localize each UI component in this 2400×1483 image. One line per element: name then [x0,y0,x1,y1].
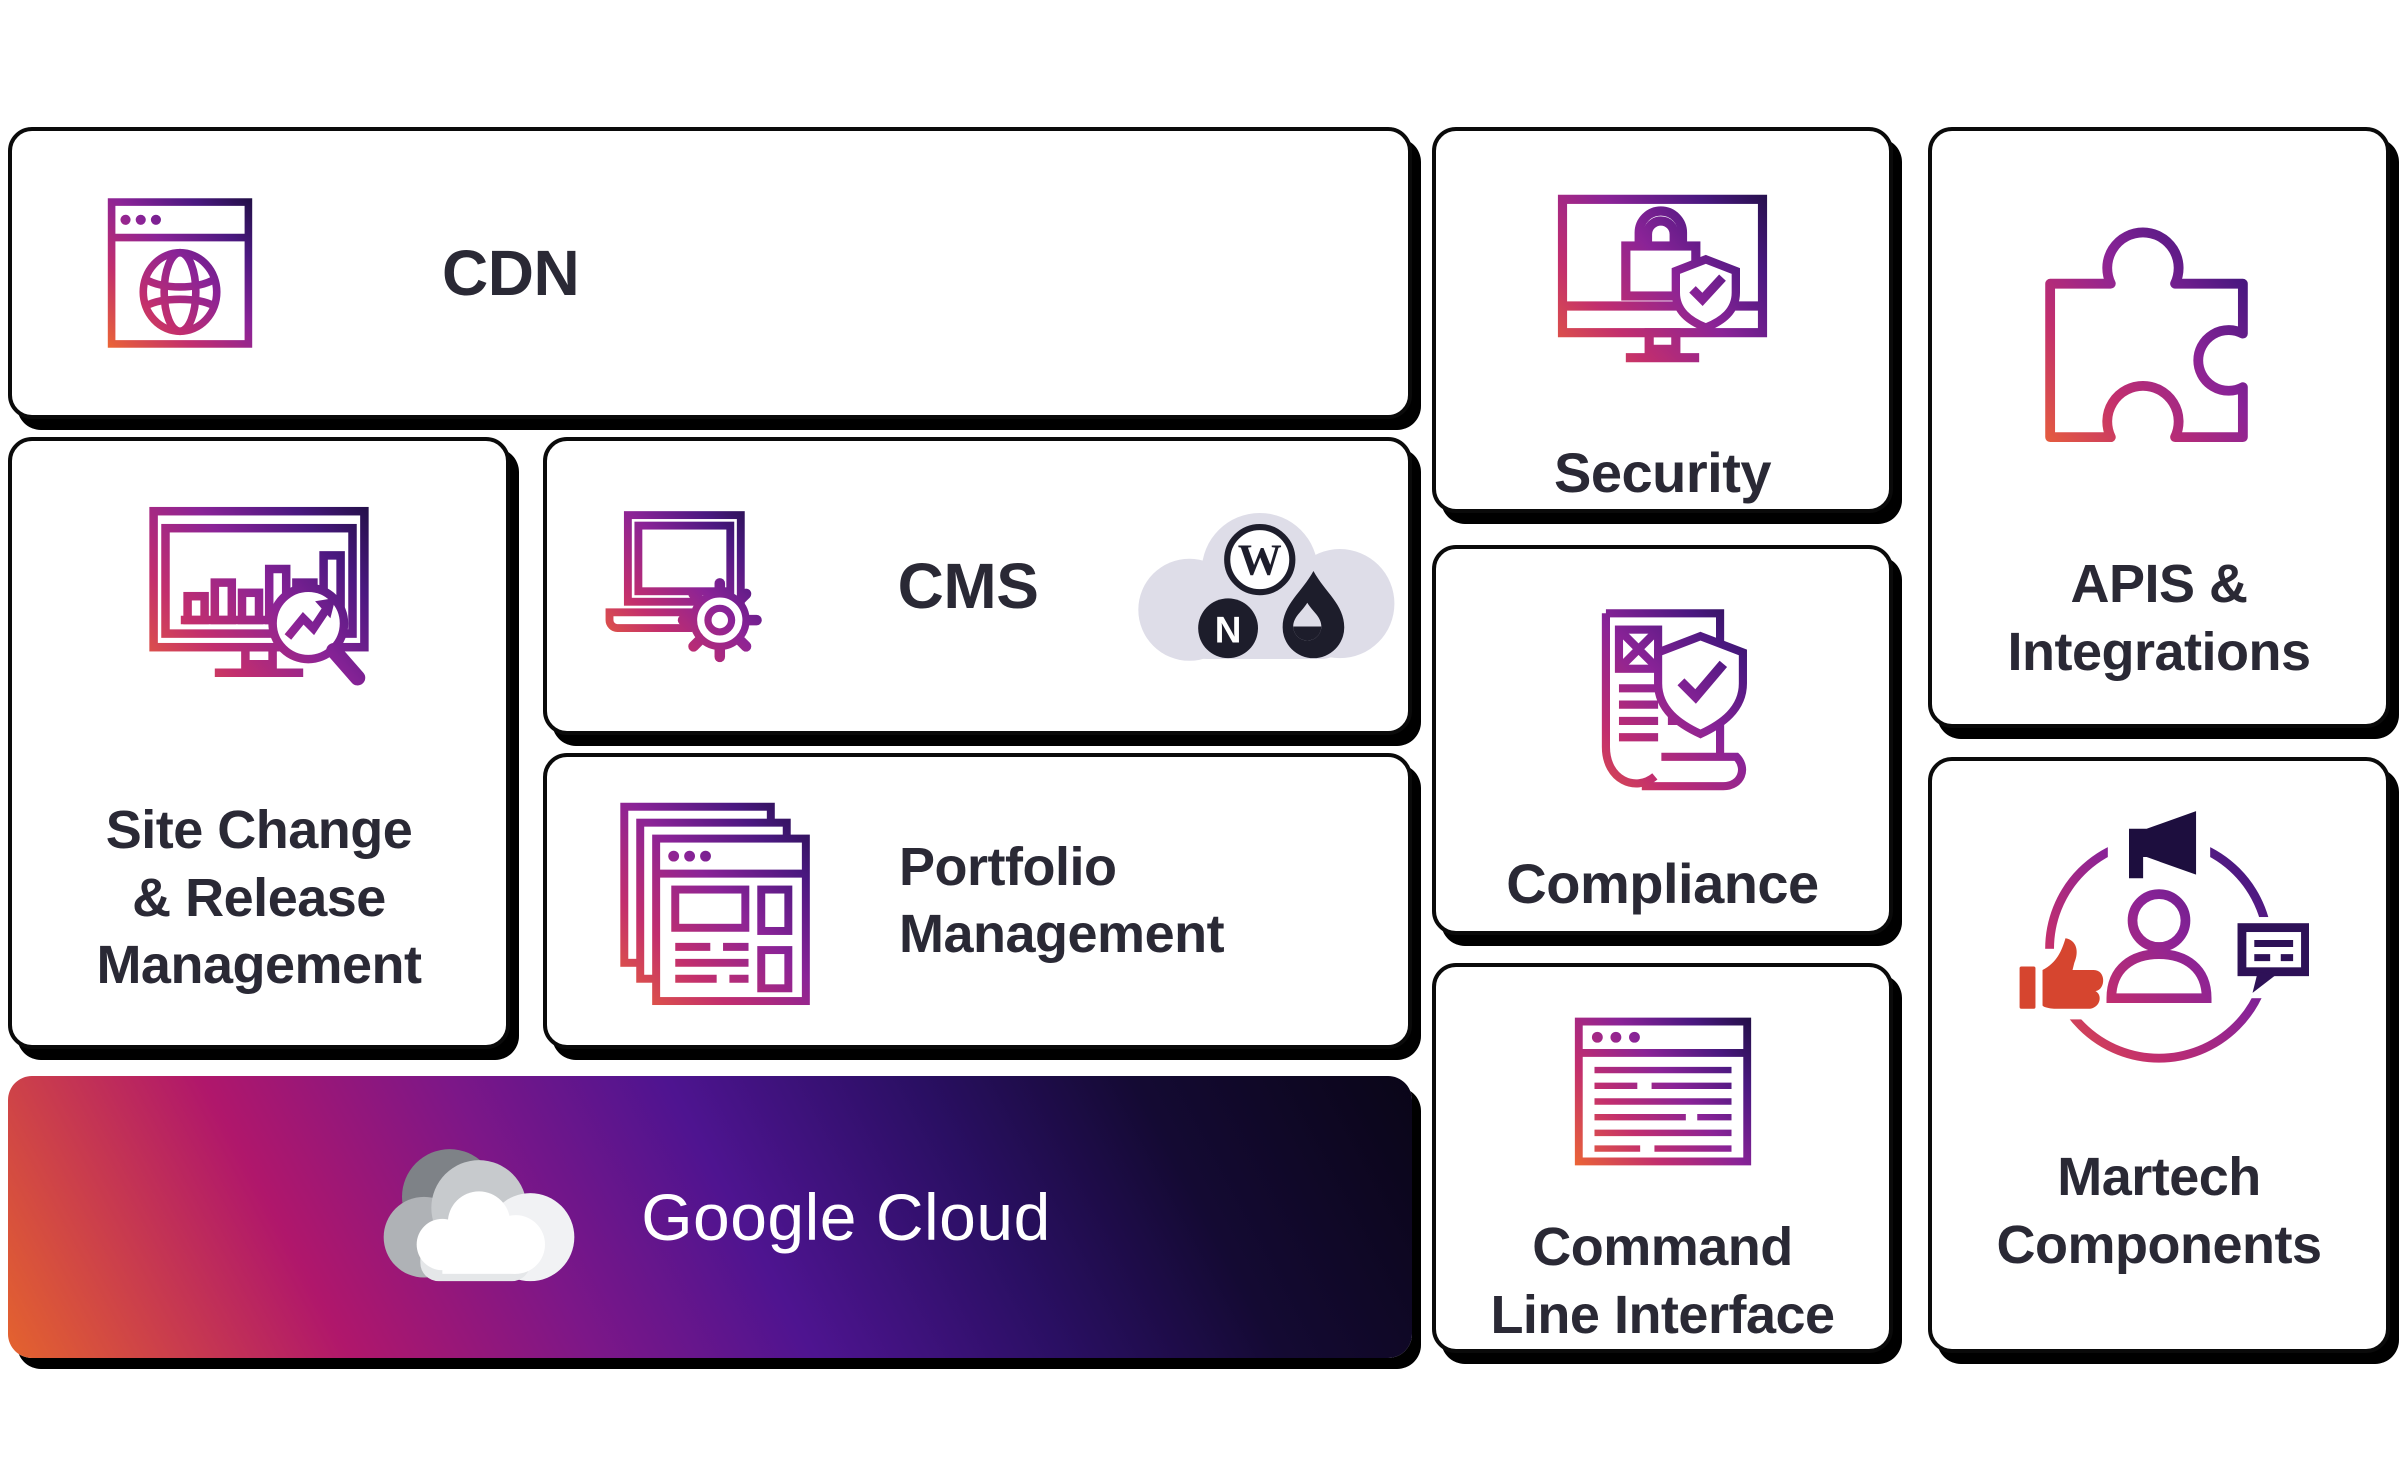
label-line: Management [96,935,422,995]
label-line: & Release [132,867,386,928]
card-label: Martech Components [1996,1144,2323,1279]
card-label: APIS & Integrations [2007,551,2311,686]
svg-text:N: N [1215,609,1242,650]
label-line: Management [899,904,1225,964]
nextjs-logo: N [1198,598,1259,659]
card-cms: CMS W N [543,437,1412,735]
laptop-gear-icon [605,511,762,663]
cms-cloud: W N [1138,512,1395,661]
label-line: Martech [2057,1147,2261,1207]
card-label: CDN [442,237,580,309]
label-line: Command [1532,1217,1793,1277]
label-line: APIS & [2070,554,2248,614]
banner-label: Google Cloud [641,1180,1051,1254]
document-shield-check-icon [1601,609,1747,791]
thumbs-up-icon [2019,938,2104,1009]
card-label: Portfolio Management [899,834,1225,969]
card-label: Security [1554,441,1772,504]
stacked-pages-icon [620,802,810,1005]
chat-bubble-icon [2237,923,2309,993]
label-line: Integrations [2007,621,2311,682]
card-martech: Martech Components [1928,757,2390,1353]
google-cloud-banner: Google Cloud [8,1076,1412,1358]
label-line: Site Change [105,800,413,860]
megaphone-icon [2129,811,2197,879]
card-cli: Command Line Interface [1432,963,1893,1353]
google-cloud-logo [383,1149,575,1282]
label-line: Line Interface [1490,1284,1835,1345]
label-line: Portfolio [899,836,1117,897]
card-security: Security [1432,127,1893,513]
card-label: Command Line Interface [1490,1214,1835,1349]
card-label: Compliance [1506,852,1819,915]
card-cdn: CDN [8,127,1412,419]
card-label: Site Change & Release Management [96,797,422,1000]
card-portfolio: Portfolio Management [543,753,1412,1049]
person-icon [2106,889,2212,1004]
card-apis: APIS & Integrations [1928,127,2390,728]
drupal-logo [1283,571,1345,659]
terminal-window-icon [1574,1017,1751,1166]
site-analytics-monitor-icon [149,506,369,686]
card-site-change: Site Change & Release Management [8,437,510,1049]
monitor-lock-shield-icon [1557,194,1768,363]
wordpress-logo: W [1224,523,1296,596]
card-compliance: Compliance [1432,545,1893,935]
card-label: CMS [897,550,1039,622]
label-line: Components [1996,1214,2323,1275]
svg-text:W: W [1238,536,1282,585]
browser-globe-icon [107,198,253,348]
audience-engagement-cycle-icon [2009,811,2309,1063]
puzzle-piece-icon [2045,227,2248,443]
